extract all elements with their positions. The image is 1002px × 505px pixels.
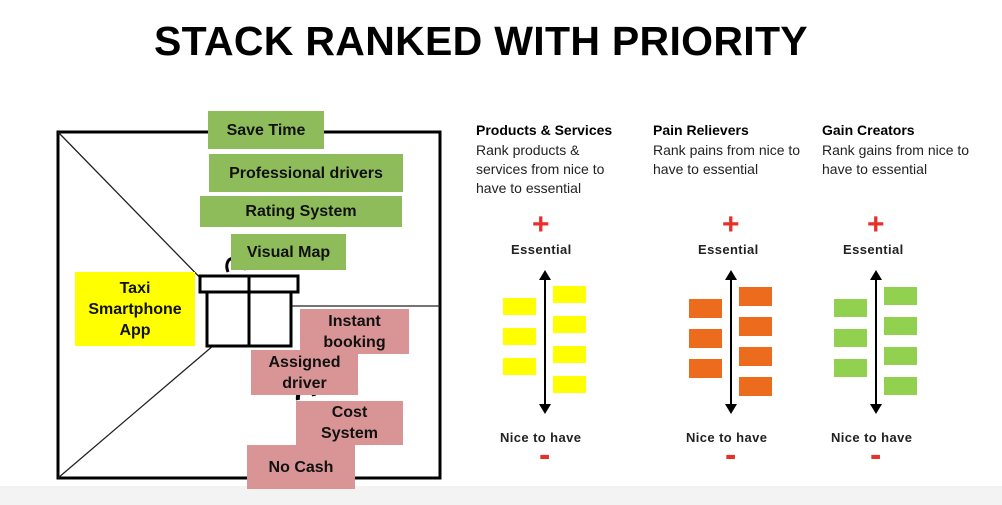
products-essential-label: Essential [511, 242, 572, 257]
pain-rank-item [689, 299, 722, 318]
pain-essential-label: Essential [698, 242, 759, 257]
products-rank-item [503, 328, 536, 345]
gain-plus-sign: + [867, 208, 885, 241]
sticky-rating-system[interactable]: Rating System [200, 196, 402, 227]
products-rank-item [503, 298, 536, 315]
sticky-assigned-driver[interactable]: Assigned driver [251, 350, 358, 395]
sticky-instant-booking[interactable]: Instant booking [300, 309, 409, 354]
bottom-strip [0, 486, 1002, 505]
slide-title: STACK RANKED WITH PRIORITY [154, 18, 808, 64]
products-plus-sign: + [532, 208, 550, 241]
gain-creators-description: Rank gains from nice to have to essentia… [822, 142, 970, 177]
gain-nice-to-have-label: Nice to have [831, 430, 913, 445]
canvas-diagonal-bottom [57, 344, 215, 479]
pain-rank-item [739, 287, 772, 306]
gain-rank-item [834, 329, 867, 347]
sticky-label: Save Time [226, 121, 306, 139]
gain-rank-item [834, 359, 867, 377]
gain-creators-title: Gain Creators [822, 122, 915, 138]
products-rank-item [553, 346, 586, 363]
products-rank-item [553, 286, 586, 303]
pain-rank-item [689, 329, 722, 348]
sticky-professional-drivers[interactable]: Professional drivers [209, 154, 403, 192]
sticky-label: Cost System [321, 404, 378, 442]
sticky-no-cash[interactable]: No Cash [247, 445, 355, 489]
products-nice-to-have-label: Nice to have [500, 430, 582, 445]
sticky-taxi-app[interactable]: Taxi Smartphone App [75, 272, 195, 346]
gift-box-icon [198, 256, 300, 348]
gain-minus-sign: - [870, 436, 882, 474]
gain-essential-label: Essential [843, 242, 904, 257]
products-services-description: Rank products & services from nice to ha… [476, 142, 605, 196]
sticky-save-time[interactable]: Save Time [208, 111, 324, 149]
products-double-arrow-icon [539, 270, 551, 414]
pain-double-arrow-icon [725, 270, 737, 414]
products-rank-item [553, 316, 586, 333]
gain-double-arrow-icon [870, 270, 882, 414]
gain-rank-item [884, 287, 917, 305]
gain-rank-item [884, 317, 917, 335]
sticky-label: Taxi Smartphone App [88, 279, 182, 339]
products-minus-sign: - [539, 436, 551, 474]
sticky-visual-map[interactable]: Visual Map [231, 234, 346, 270]
products-rank-item [503, 358, 536, 375]
sticky-cost-system[interactable]: Cost System [296, 401, 403, 445]
sticky-label: Instant booking [323, 312, 386, 351]
sticky-label: Rating System [245, 203, 357, 220]
canvas-diagonal-top [57, 131, 215, 293]
sticky-label: Assigned driver [268, 353, 341, 392]
pain-rank-item [739, 347, 772, 366]
sticky-label: Professional drivers [229, 164, 383, 182]
pain-nice-to-have-label: Nice to have [686, 430, 768, 445]
pain-relievers-description: Rank pains from nice to have to essentia… [653, 142, 801, 177]
pain-relievers-title: Pain Relievers [653, 122, 749, 138]
pain-rank-item [739, 377, 772, 396]
pain-rank-item [689, 359, 722, 378]
pain-plus-sign: + [722, 208, 740, 241]
gain-rank-item [884, 347, 917, 365]
pain-minus-sign: - [725, 436, 737, 474]
gain-rank-item [884, 377, 917, 395]
sticky-label: Visual Map [246, 243, 331, 261]
sticky-label: No Cash [268, 458, 334, 476]
products-services-title: Products & Services [476, 122, 613, 138]
gain-rank-item [834, 299, 867, 317]
pain-rank-item [739, 317, 772, 336]
products-rank-item [553, 376, 586, 393]
